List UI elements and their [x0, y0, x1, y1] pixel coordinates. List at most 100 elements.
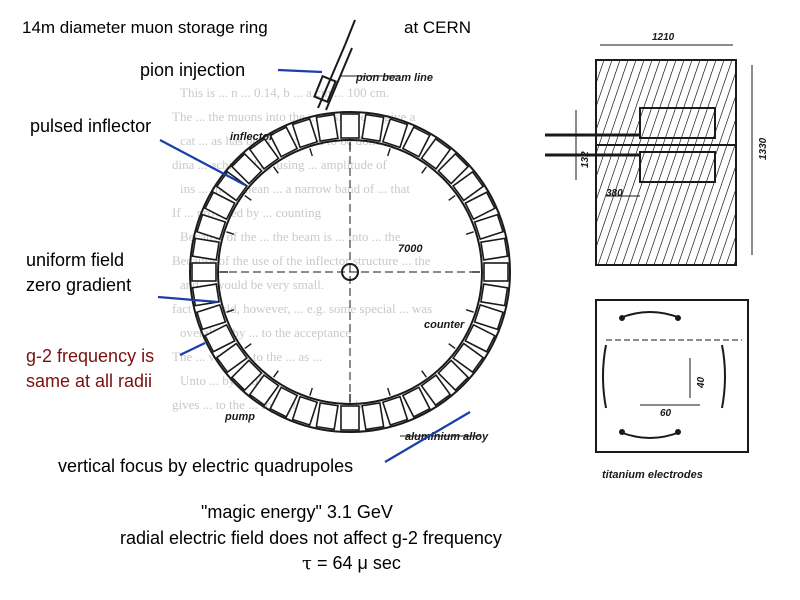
quadrupole-mark	[273, 370, 279, 378]
cross-section-gap-lower	[639, 151, 716, 183]
magnet-block	[291, 117, 319, 149]
background-text-line: The ... value ... to the ... as ...	[172, 349, 323, 364]
electrode-frame	[595, 299, 749, 453]
hatch-line	[637, 61, 709, 264]
hatch-line	[701, 167, 735, 264]
magnet-block	[248, 137, 280, 170]
magnet-block	[483, 262, 509, 282]
magnet-block	[230, 152, 263, 185]
quadrupole-mark	[244, 195, 252, 201]
quadrupole-mark	[465, 309, 474, 313]
hatch-line	[613, 61, 685, 264]
magnet-block	[195, 213, 227, 241]
magnet-block	[204, 191, 236, 221]
magnet-block	[480, 237, 509, 261]
hatch-line	[597, 61, 613, 106]
dimension-380: 380	[606, 188, 623, 199]
hatch-line	[621, 61, 693, 264]
label-vertical-focus: vertical focus by electric quadrupoles	[58, 456, 354, 476]
magnet-block	[480, 283, 509, 307]
hatch-line	[669, 73, 735, 264]
background-text-line: Because of the use of the inflector stru…	[172, 253, 431, 268]
magnet-block	[291, 395, 319, 427]
quadrupole-mark	[226, 231, 235, 235]
quadrupole-mark	[421, 166, 427, 174]
pointer-vertical-focus	[384, 411, 471, 463]
magnet-block	[401, 126, 431, 158]
hatch-line	[693, 143, 735, 264]
dimension-1210: 1210	[652, 32, 675, 43]
pion-beam-line	[313, 19, 356, 111]
magnet-block	[315, 113, 339, 142]
magnet-block	[230, 359, 263, 392]
hatch-line	[733, 260, 735, 264]
drawing-label-pump: pump	[224, 411, 255, 423]
magnet-block	[269, 126, 299, 158]
hatch-line	[677, 96, 735, 264]
cross-section-body	[595, 59, 737, 266]
magnet-block	[191, 237, 220, 261]
drawing-label-inflector: inflector	[230, 131, 274, 143]
magnet-block	[195, 303, 227, 331]
quadrupole-mark	[226, 309, 235, 313]
pointer-g2-frequency	[179, 342, 206, 356]
hatch-line	[758, 60, 800, 265]
magnet-block	[437, 359, 470, 392]
pointer-pion-injection	[277, 68, 323, 74]
background-text-line: This is ... n ... 0.14, b ... a cm ... 1…	[180, 85, 390, 100]
dimension-40: 40	[696, 376, 707, 389]
hatch-line	[597, 61, 653, 223]
hatch-line	[742, 60, 800, 265]
quadrupole-mark	[387, 387, 391, 396]
hatch-line	[597, 61, 669, 264]
quadrupole-mark	[273, 166, 279, 174]
magnet-block	[381, 395, 409, 427]
background-text-line: Because of the ... the beam is ... into …	[180, 229, 401, 244]
dimension-1330: 1330	[758, 137, 769, 160]
magnet-block	[315, 402, 339, 431]
tau-value: = 64 μ sec	[311, 553, 401, 573]
hatch-line	[645, 61, 717, 264]
magnet-block	[437, 152, 470, 185]
dimension-132: 132	[580, 151, 591, 168]
drawing-label-counter: counter	[424, 319, 465, 331]
title-ring-description: 14m diameter muon storage ring	[22, 18, 268, 37]
drawing-label-titanium-electrodes: titanium electrodes	[602, 469, 703, 481]
hatch-line	[597, 61, 645, 199]
hatch-line	[597, 61, 629, 152]
pointer-uniform-field	[157, 295, 219, 304]
quadrupole-mark	[244, 343, 252, 349]
label-lifetime: τ = 64 μ sec	[302, 553, 401, 574]
label-g2-frequency: g-2 frequency is	[26, 346, 155, 366]
quadrupole-mark	[309, 387, 313, 396]
hatch-line	[597, 61, 621, 129]
magnet-block	[452, 342, 485, 374]
magnet-block	[464, 191, 496, 221]
magnet-block	[401, 386, 431, 418]
quadrupole-mark	[448, 195, 456, 201]
tau-symbol: τ	[302, 553, 312, 574]
magnet-block	[381, 117, 409, 149]
background-text-line: fact ... could, however, ... e.g. some s…	[172, 301, 433, 316]
magnet-block	[269, 386, 299, 418]
magnet-block	[215, 170, 248, 202]
drawing-label-diameter: 7000	[398, 243, 423, 255]
magnet-block	[473, 303, 505, 331]
electrode-detail	[595, 299, 749, 453]
hatch-line	[597, 61, 637, 176]
quadrupole-mark	[309, 148, 313, 157]
hatch-line	[790, 60, 800, 265]
background-text-line: dina ... achieved by using ... amplitude…	[172, 157, 387, 172]
hatch-line	[653, 61, 725, 264]
hatch-line	[661, 61, 733, 264]
magnet-block	[420, 137, 452, 170]
magnet-block	[191, 262, 217, 282]
pointer-pulsed-inflector	[159, 139, 246, 186]
magnet-block	[420, 374, 452, 407]
drawing-label-pion-beam-line: pion beam line	[355, 72, 433, 84]
magnet-cross-section	[545, 44, 753, 266]
quadrupole-mark	[421, 370, 427, 378]
quadrupole-mark	[465, 231, 474, 235]
label-pulsed-inflector: pulsed inflector	[30, 116, 152, 136]
